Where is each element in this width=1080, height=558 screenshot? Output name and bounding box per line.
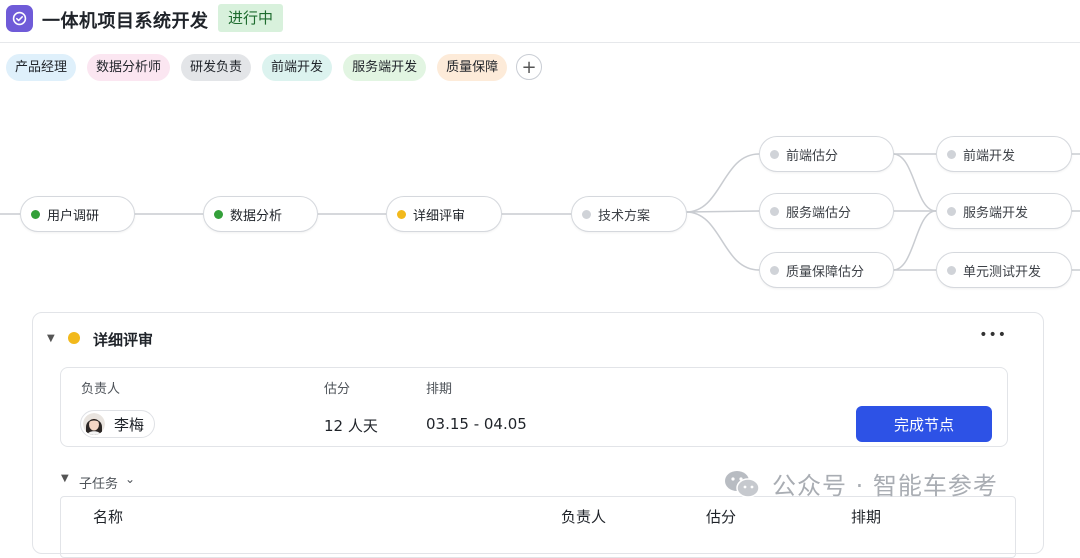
flow-node-backend-dev[interactable]: 服务端开发 [936, 193, 1072, 229]
status-badge[interactable]: 进行中 [218, 4, 284, 32]
flow-node-label: 前端开发 [963, 148, 1016, 164]
flow-node-detailed-review[interactable]: 详细评审 [386, 196, 502, 232]
assignee-chip[interactable]: 李梅 [80, 410, 156, 438]
wechat-icon [725, 470, 760, 498]
flow-node-backend-estimate[interactable]: 服务端估分 [759, 193, 894, 229]
status-dot-done [31, 209, 40, 219]
project-title: 一体机项目系统开发 [42, 11, 209, 32]
complete-node-button[interactable]: 完成节点 [856, 406, 992, 442]
flow-node-label: 服务端开发 [963, 205, 1029, 221]
avatar [83, 413, 105, 435]
assignee-name: 李梅 [114, 415, 145, 434]
status-dot-todo [770, 149, 779, 159]
column-header-assignee[interactable]: 负责人 [561, 508, 607, 526]
estimate-value: 12 人天 [324, 417, 378, 435]
flow-node-label: 单元测试开发 [963, 264, 1042, 280]
node-info-card: 负责人 估分 排期 李梅 12 人天 03.15 - 04.05 完成节点 [60, 367, 1008, 447]
flow-node-tech-plan[interactable]: 技术方案 [571, 196, 687, 232]
role-tag[interactable]: 质量保障 [437, 54, 508, 81]
watermark-text: 公众号 · 智能车参考 [772, 472, 998, 500]
status-dot-todo [770, 265, 779, 275]
column-header-name[interactable]: 名称 [93, 508, 124, 526]
status-dot-active [397, 209, 406, 219]
flow-node-label: 前端估分 [786, 148, 839, 164]
flow-node-qa-estimate[interactable]: 质量保障估分 [759, 252, 894, 288]
collapse-triangle-icon[interactable]: ▼ [47, 333, 55, 344]
estimate-header: 估分 [324, 382, 351, 397]
more-horizontal-icon[interactable]: ••• [979, 327, 1007, 343]
flow-node-frontend-estimate[interactable]: 前端估分 [759, 136, 894, 172]
flow-node-frontend-dev[interactable]: 前端开发 [936, 136, 1072, 172]
role-tag[interactable]: 服务端开发 [343, 54, 427, 81]
flow-node-label: 技术方案 [598, 208, 651, 224]
watermark: 公众号 · 智能车参考 [722, 466, 998, 501]
status-dot-todo [582, 209, 591, 219]
role-tag[interactable]: 研发负责 [181, 54, 252, 81]
add-tag-button[interactable]: + [516, 54, 543, 80]
project-header: 一体机项目系统开发 进行中 [0, 0, 1080, 43]
subtasks-label[interactable]: 子任务 [79, 477, 119, 492]
assignee-header: 负责人 [81, 382, 121, 397]
collapse-triangle-icon[interactable]: ▼ [61, 473, 69, 484]
status-dot-todo [947, 265, 956, 275]
column-header-schedule[interactable]: 排期 [851, 508, 882, 526]
flow-node-label: 服务端估分 [786, 205, 852, 221]
role-tag[interactable]: 前端开发 [262, 54, 333, 81]
node-detail-panel: ▼ 详细评审 ••• 负责人 估分 排期 李梅 12 人天 03.15 - 04… [32, 312, 1044, 558]
schedule-header: 排期 [426, 382, 453, 397]
chevron-down-icon[interactable]: ⌄ [125, 472, 136, 486]
flow-node-unit-test-dev[interactable]: 单元测试开发 [936, 252, 1072, 288]
role-tag[interactable]: 产品经理 [6, 54, 77, 81]
status-dot-todo [770, 206, 779, 216]
column-header-estimate[interactable]: 估分 [706, 508, 737, 526]
status-dot-todo [947, 206, 956, 216]
flow-node-data-analysis[interactable]: 数据分析 [203, 196, 318, 232]
flow-node-user-research[interactable]: 用户调研 [20, 196, 135, 232]
status-dot-done [214, 209, 223, 219]
panel-title: 详细评审 [93, 331, 154, 349]
role-tags: 产品经理 数据分析师 研发负责 前端开发 服务端开发 质量保障 + [6, 54, 543, 81]
flow-node-label: 质量保障估分 [786, 264, 865, 280]
flow-node-label: 数据分析 [230, 208, 283, 224]
role-tag[interactable]: 数据分析师 [87, 54, 171, 81]
check-circle-icon[interactable] [6, 5, 33, 32]
status-dot-active [68, 332, 80, 344]
flow-node-label: 详细评审 [413, 208, 466, 224]
flow-node-label: 用户调研 [47, 208, 100, 224]
status-dot-todo [947, 149, 956, 159]
flow-connectors [0, 153, 1080, 271]
schedule-value: 03.15 - 04.05 [426, 415, 527, 433]
subtasks-table: 名称 负责人 估分 排期 [60, 496, 1016, 558]
